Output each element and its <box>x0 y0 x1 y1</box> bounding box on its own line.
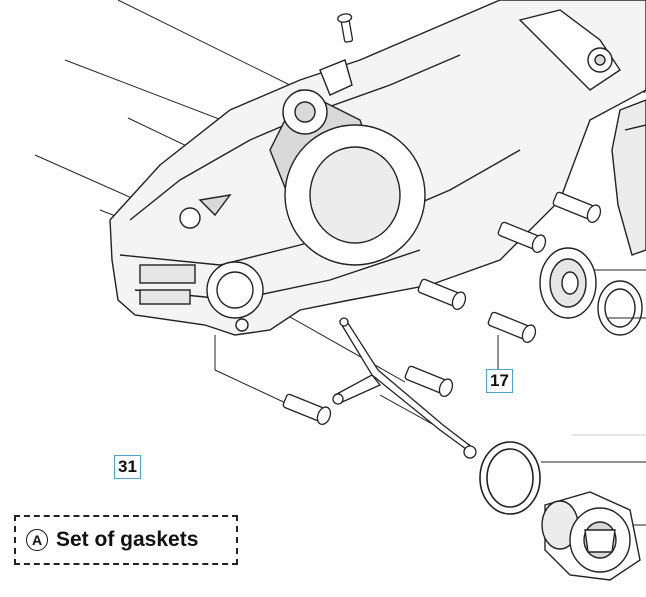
screw <box>497 221 547 254</box>
screw <box>417 278 467 311</box>
seal-ring <box>597 280 643 336</box>
part-callout-17[interactable]: 17 <box>486 369 513 393</box>
main-bore <box>179 89 426 332</box>
screws <box>282 13 602 426</box>
screw <box>552 191 602 224</box>
part-callout-31[interactable]: 31 <box>114 455 141 479</box>
top-screw <box>337 13 354 43</box>
legend-symbol: A <box>26 529 48 551</box>
crank-housing <box>541 491 641 581</box>
screw <box>282 393 332 426</box>
lever-rod <box>332 317 477 459</box>
bearing <box>539 247 597 319</box>
screw <box>404 365 454 398</box>
gasket-ring <box>479 441 541 515</box>
legend-text: Set of gaskets <box>56 528 199 551</box>
side-cover-fragment <box>611 99 646 256</box>
legend-box: A Set of gaskets <box>14 515 238 565</box>
screw <box>487 311 537 344</box>
